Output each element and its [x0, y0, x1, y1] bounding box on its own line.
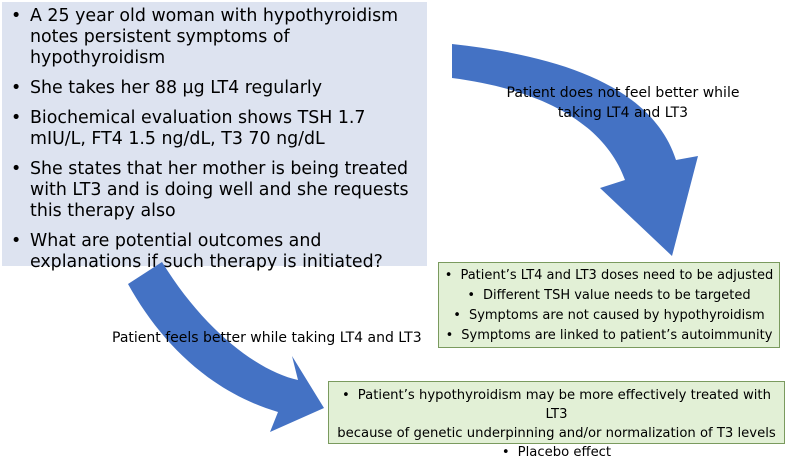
- branch-not-better-label-line2: taking LT4 and LT3: [557, 105, 689, 121]
- case-bullet: What are potential outcomes and explanat…: [10, 231, 421, 273]
- case-description-box: A 25 year old woman with hypothyroidism …: [2, 2, 427, 272]
- outcome-item-continuation: because of genetic underpinning and/or n…: [337, 426, 776, 441]
- outcome-item: •Patient’s hypothyroidism may be more ef…: [342, 388, 771, 422]
- not-better-outcomes-box: •Patient’s LT4 and LT3 doses need to be …: [438, 262, 780, 348]
- case-bullet-list: A 25 year old woman with hypothyroidism …: [10, 6, 421, 273]
- outcome-item: •Different TSH value needs to be targete…: [467, 288, 751, 303]
- branch-not-better-label-line1: Patient does not feel better while: [506, 85, 740, 101]
- case-bullet: She takes her 88 µg LT4 regularly: [10, 78, 421, 99]
- outcome-item: •Symptoms are linked to patient’s autoim…: [445, 328, 773, 343]
- branch-better-label: Patient feels better while taking LT4 an…: [112, 330, 422, 346]
- better-outcomes-box: •Patient’s hypothyroidism may be more ef…: [328, 381, 785, 460]
- outcome-item: •Placebo effect: [501, 445, 612, 460]
- case-bullet: A 25 year old woman with hypothyroidism …: [10, 6, 421, 69]
- branch-not-better-label: Patient does not feel better while takin…: [498, 83, 748, 123]
- curved-arrow-down-icon: [128, 262, 324, 432]
- outcome-item: •Patient’s LT4 and LT3 doses need to be …: [444, 268, 774, 283]
- case-bullet: Biochemical evaluation shows TSH 1.7 mIU…: [10, 108, 421, 150]
- curved-arrow-down-right-icon: [452, 44, 698, 256]
- outcome-item: •Symptoms are not caused by hypothyroidi…: [453, 308, 765, 323]
- case-bullet: She states that her mother is being trea…: [10, 159, 421, 222]
